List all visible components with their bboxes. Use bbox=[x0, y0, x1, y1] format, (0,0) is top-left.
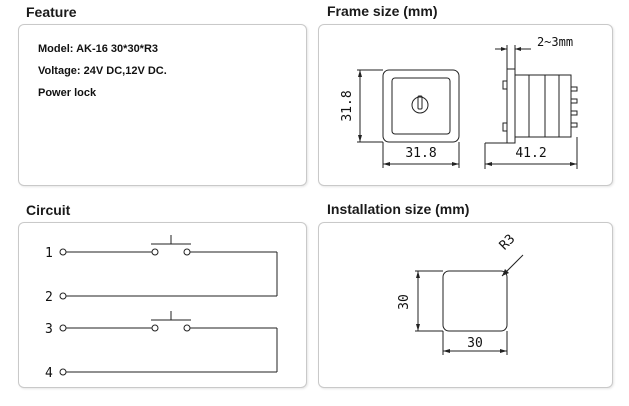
switch-1-contact-a bbox=[151, 248, 159, 256]
lock-keyway bbox=[417, 95, 423, 110]
frame-height-label: 31.8 bbox=[340, 90, 355, 121]
frame-depth-label: 41.2 bbox=[515, 146, 546, 161]
installation-width-label: 30 bbox=[467, 336, 483, 351]
circuit-diagram: 1 2 3 4 bbox=[45, 235, 278, 381]
switch-2-contact-a bbox=[151, 324, 159, 332]
terminal-2-label: 2 bbox=[45, 290, 53, 305]
switch-2-contact-b bbox=[183, 324, 191, 332]
feature-power-lock: Power lock bbox=[38, 87, 97, 99]
terminal-4-label: 4 bbox=[45, 366, 53, 381]
frame-size-panel: 31.8 31.8 41.2 2~3mm bbox=[318, 24, 613, 186]
frame-size-title: Frame size (mm) bbox=[327, 3, 438, 19]
feature-voltage: Voltage: 24V DC,12V DC. bbox=[38, 65, 167, 77]
installation-size-title: Installation size (mm) bbox=[327, 201, 470, 217]
frame-side-pin-1 bbox=[570, 86, 578, 92]
frame-side-pin-2 bbox=[570, 98, 578, 104]
frame-side-clip-bottom bbox=[502, 122, 508, 132]
installation-size-drawing: 30 30 R3 bbox=[397, 232, 524, 355]
panel-cutout bbox=[442, 270, 508, 332]
terminal-2-node bbox=[59, 292, 67, 300]
terminal-1-node bbox=[59, 248, 67, 256]
terminal-3-node bbox=[59, 324, 67, 332]
frame-size-drawing: 31.8 31.8 41.2 2~3mm bbox=[340, 35, 578, 169]
installation-radius-label: R3 bbox=[497, 232, 519, 254]
terminal-4-node bbox=[59, 368, 67, 376]
installation-height-label: 30 bbox=[397, 294, 412, 310]
frame-side-body bbox=[514, 74, 572, 138]
frame-side-pin-4 bbox=[570, 122, 578, 128]
feature-model: Model: AK-16 30*30*R3 bbox=[38, 43, 159, 55]
terminal-1-label: 1 bbox=[45, 246, 53, 261]
frame-front-outer bbox=[382, 69, 460, 143]
installation-size-panel: 30 30 R3 bbox=[318, 222, 613, 388]
circuit-title: Circuit bbox=[26, 202, 71, 218]
frame-side-clip-top bbox=[502, 80, 508, 90]
lock-cylinder bbox=[411, 96, 429, 114]
frame-side-bezel bbox=[506, 68, 516, 144]
frame-width-label: 31.8 bbox=[405, 146, 436, 161]
terminal-3-label: 3 bbox=[45, 322, 53, 337]
frame-front-inner bbox=[391, 77, 451, 135]
feature-panel: Model: AK-16 30*30*R3 Voltage: 24V DC,12… bbox=[18, 24, 307, 186]
feature-title: Feature bbox=[26, 4, 77, 20]
frame-side-pin-3 bbox=[570, 110, 578, 116]
switch-1-contact-b bbox=[183, 248, 191, 256]
frame-gap-label: 2~3mm bbox=[537, 35, 573, 49]
circuit-panel: 1 2 3 4 bbox=[18, 222, 307, 388]
